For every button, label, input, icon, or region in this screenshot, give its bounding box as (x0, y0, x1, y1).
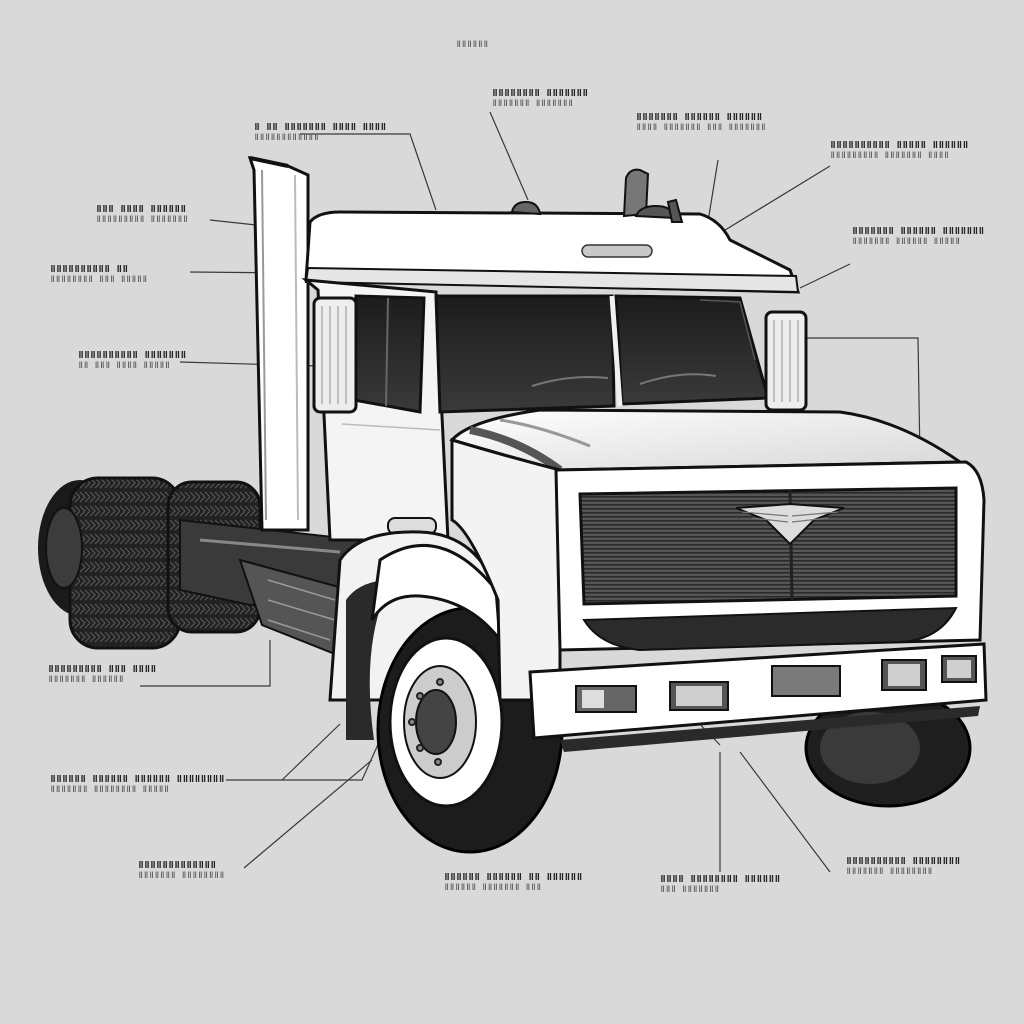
leader-c11 (226, 739, 381, 781)
callout-c14: ǁǁǁǁǁǁǁǁǁǁ ǁǁǁǁǁǁǁǁ ǁǁǁǁǁǁǁ ǁǁǁǁǁǁǁǁ (846, 856, 961, 877)
callout-c10: ǁǁǁǁǁǁ ǁǁǁǁǁǁ ǁǁǁǁǁǁ ǁǁǁǁǁǁǁǁ ǁǁǁǁǁǁǁ ǁǁ… (50, 774, 225, 795)
callout-c9: ǁǁǁǁǁǁǁǁǁ ǁǁǁ ǁǁǁǁ ǁǁǁǁǁǁǁ ǁǁǁǁǁǁ (48, 664, 157, 685)
callout-c8: ǁǁǁǁǁǁǁǁǁǁ ǁǁǁǁǁǁǁ ǁǁ ǁǁǁ ǁǁǁǁ ǁǁǁǁǁ (78, 350, 187, 371)
leader-c7 (799, 263, 851, 289)
callout-c7: ǁǁǁǁǁǁǁ ǁǁǁǁǁǁ ǁǁǁǁǁǁǁ ǁǁǁǁǁǁǁ ǁǁǁǁǁǁ ǁǁ… (852, 226, 985, 247)
callout-c3: ǁǁǁǁǁǁǁ ǁǁǁǁǁǁ ǁǁǁǁǁǁ ǁǁǁǁ ǁǁǁǁǁǁǁ ǁǁǁ ǁ… (636, 112, 767, 133)
bumper (528, 642, 988, 752)
callout-c1: ǁ ǁǁ ǁǁǁǁǁǁǁ ǁǁǁǁ ǁǁǁǁ ǁǁǁǁǁǁǁǁǁǁǁǁ (254, 122, 387, 143)
cab (301, 168, 808, 542)
callout-c5: ǁǁǁ ǁǁǁǁ ǁǁǁǁǁǁ ǁǁǁǁǁǁǁǁǁ ǁǁǁǁǁǁǁ (96, 204, 189, 225)
callout-c6: ǁǁǁǁǁǁǁǁǁǁ ǁǁ ǁǁǁǁǁǁǁǁ ǁǁǁ ǁǁǁǁǁ (50, 264, 148, 285)
front-grille (554, 460, 986, 652)
hood (449, 408, 965, 702)
callout-c13: ǁǁǁǁ ǁǁǁǁǁǁǁǁ ǁǁǁǁǁǁ ǁǁǁ ǁǁǁǁǁǁǁ (660, 874, 781, 895)
chassis (179, 518, 361, 662)
callout-c2: ǁǁǁǁǁǁǁǁ ǁǁǁǁǁǁǁ ǁǁǁǁǁǁǁ ǁǁǁǁǁǁǁ (492, 88, 589, 109)
leader-c13 (243, 759, 373, 869)
leader-c10 (140, 640, 271, 687)
leader-c12 (281, 723, 341, 781)
leader-lines (140, 111, 921, 873)
leader-c15 (739, 751, 831, 873)
callout-c4: ǁǁǁǁǁǁǁǁǁǁ ǁǁǁǁǁ ǁǁǁǁǁǁ ǁǁǁǁǁǁǁǁǁ ǁǁǁǁǁǁ… (830, 140, 969, 161)
leader-c5 (209, 219, 257, 226)
callout-c11: ǁǁǁǁǁǁǁǁǁǁǁǁǁ ǁǁǁǁǁǁǁ ǁǁǁǁǁǁǁǁ (138, 860, 225, 881)
leader-c4 (711, 165, 831, 239)
leader-c1 (300, 133, 437, 211)
leader-c2 (489, 111, 529, 201)
exhaust-stack (247, 155, 310, 532)
rear-wheels (38, 476, 262, 650)
header-mark: ǁǁǁǁǁǁ (456, 40, 489, 50)
callout-c12: ǁǁǁǁǁǁ ǁǁǁǁǁǁ ǁǁ ǁǁǁǁǁǁ ǁǁǁǁǁǁ ǁǁǁǁǁǁǁ ǁ… (444, 872, 583, 893)
leader-c9 (780, 337, 921, 461)
